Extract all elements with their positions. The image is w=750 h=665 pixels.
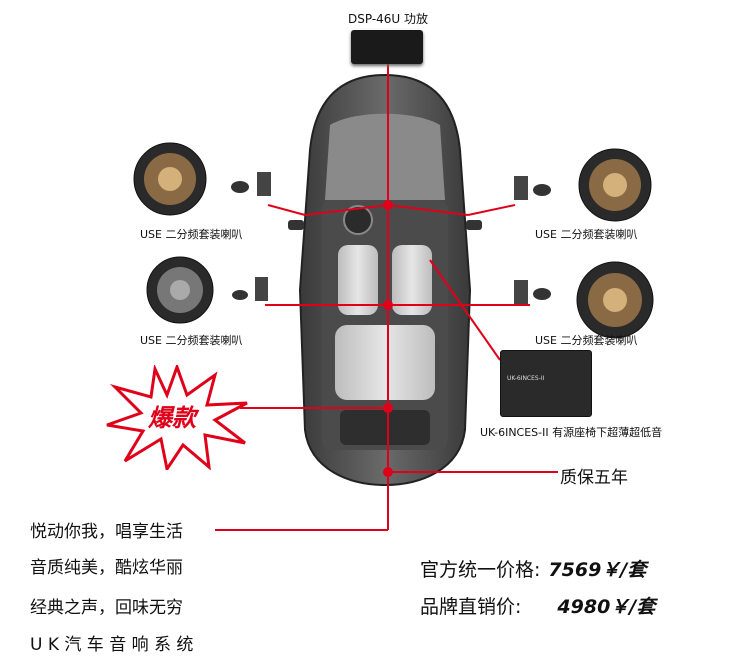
speaker-label-rear-right: USE 二分频套装喇叭 — [535, 334, 638, 347]
slogan-line-3: 经典之声，回味无穷 — [30, 598, 183, 618]
speaker-label-front-right: USE 二分频套装喇叭 — [535, 228, 638, 241]
speaker-kit-rear-left — [146, 256, 268, 324]
speaker-kit-front-left — [133, 142, 271, 216]
warranty-text: 质保五年 — [560, 468, 628, 488]
subwoofer-label: UK-6INCES-II 有源座椅下超薄超低音 — [480, 426, 663, 439]
direct-price-value: 4980￥/套 — [557, 596, 656, 618]
slogan-line-4: U K 汽 车 音 响 系 统 — [30, 635, 194, 655]
slogan-line-2: 音质纯美，酷炫华丽 — [30, 558, 183, 578]
speaker-kit-front-right — [514, 148, 652, 222]
burst-badge-text: 爆款 — [148, 404, 196, 432]
subwoofer-badge: UK-6INCES-II — [507, 375, 545, 382]
amplifier — [351, 30, 423, 64]
direct-price-label: 品牌直销价: — [420, 596, 522, 618]
slogan-line-1: 悦动你我，唱享生活 — [30, 522, 183, 542]
speaker-kit-rear-right — [514, 261, 654, 339]
subwoofer-box: UK-6INCES-II — [500, 350, 592, 417]
official-price-label: 官方统一价格: — [420, 559, 541, 581]
speaker-label-rear-left: USE 二分频套装喇叭 — [140, 334, 243, 347]
amplifier-label: DSP-46U 功放 — [348, 12, 429, 26]
burst-badge-icon — [106, 365, 248, 470]
speaker-label-front-left: USE 二分频套装喇叭 — [140, 228, 243, 241]
direct-price-row: 品牌直销价: 4980￥/套 — [420, 592, 655, 619]
official-price-row: 官方统一价格: 7569￥/套 — [420, 555, 646, 582]
car-illustration — [288, 73, 482, 487]
official-price-value: 7569￥/套 — [548, 559, 647, 581]
